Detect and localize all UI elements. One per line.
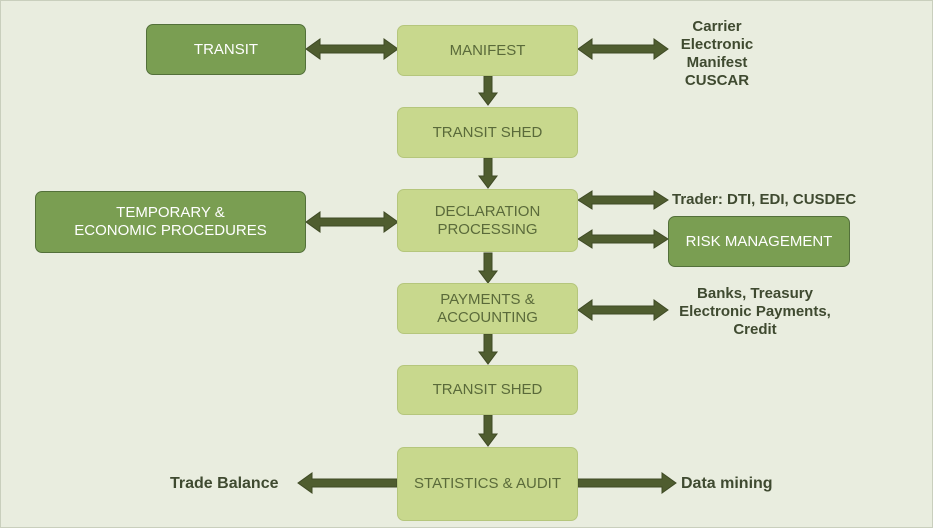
- arrow-declaration-trader: [577, 190, 669, 210]
- manifest-box[interactable]: MANIFEST: [397, 25, 578, 76]
- arrow-payments-shed: [478, 333, 498, 365]
- arrow-statistics-data-mining: [577, 472, 677, 494]
- transit-box[interactable]: TRANSIT: [146, 24, 306, 75]
- transit-shed-2-box[interactable]: TRANSIT SHED: [397, 365, 578, 415]
- data-mining-label: Data mining: [681, 475, 773, 492]
- arrow-shed-statistics: [478, 414, 498, 447]
- arrow-temporary-declaration: [305, 211, 399, 233]
- arrow-manifest-carrier: [577, 38, 669, 60]
- payments-accounting-box[interactable]: PAYMENTS & ACCOUNTING: [397, 283, 578, 334]
- arrow-payments-banks: [577, 299, 669, 321]
- arrow-transit-manifest: [305, 38, 399, 60]
- arrow-statistics-trade-balance: [297, 472, 398, 494]
- carrier-label: Carrier Electronic Manifest CUSCAR: [680, 18, 754, 89]
- trader-label: Trader: DTI, EDI, CUSDEC: [672, 191, 857, 208]
- banks-label: Banks, Treasury Electronic Payments, Cre…: [679, 285, 831, 338]
- arrow-shed-declaration: [478, 157, 498, 189]
- statistics-audit-box[interactable]: STATISTICS & AUDIT: [397, 447, 578, 521]
- declaration-processing-box[interactable]: DECLARATION PROCESSING: [397, 189, 578, 252]
- transit-shed-box[interactable]: TRANSIT SHED: [397, 107, 578, 158]
- trade-balance-label: Trade Balance: [170, 475, 279, 492]
- risk-management-box[interactable]: RISK MANAGEMENT: [668, 216, 850, 267]
- arrow-manifest-shed: [478, 75, 498, 106]
- arrow-declaration-risk: [577, 229, 669, 249]
- temporary-economic-procedures-box[interactable]: TEMPORARY & ECONOMIC PROCEDURES: [35, 191, 306, 253]
- arrow-declaration-payments: [478, 252, 498, 284]
